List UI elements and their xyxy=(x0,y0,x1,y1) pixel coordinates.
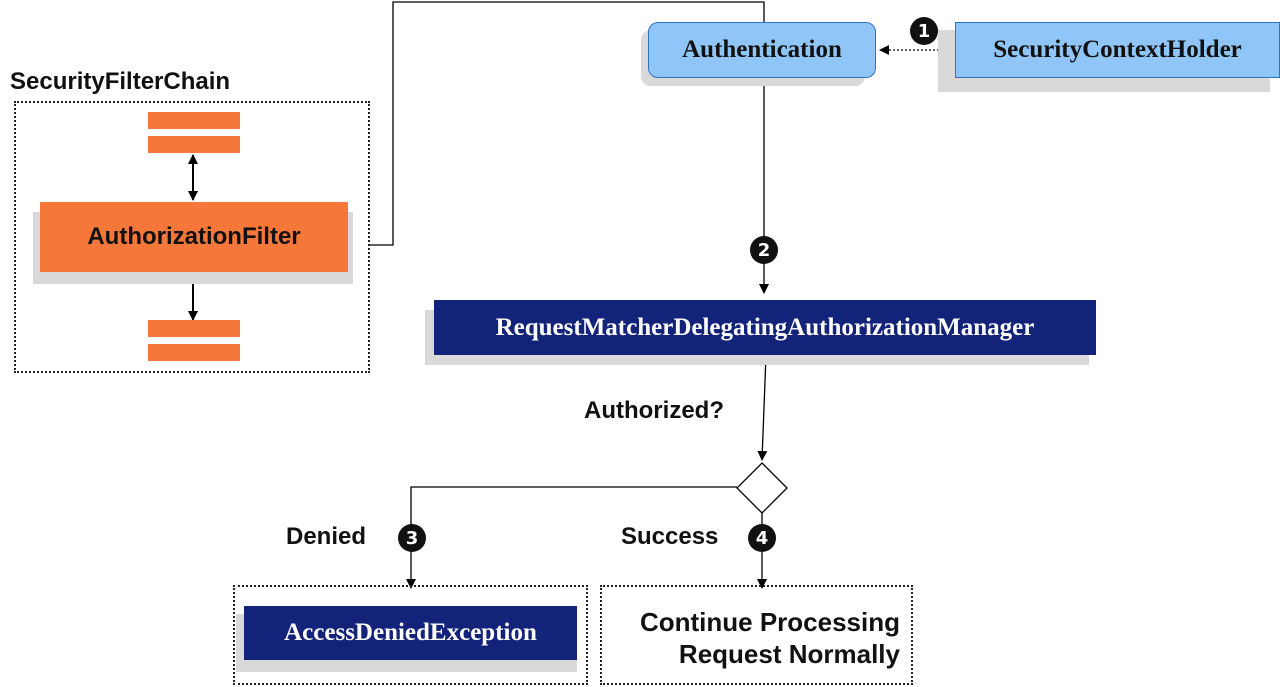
step-4-badge: 4 xyxy=(748,524,776,552)
security-context-holder-label: SecurityContextHolder xyxy=(993,36,1242,63)
filter-to-authentication-line xyxy=(370,1,765,246)
filter-chain-title: SecurityFilterChain xyxy=(10,68,231,95)
authorization-manager-box: RequestMatcherDelegatingAuthorizationMan… xyxy=(434,300,1096,355)
authorization-filter-box: AuthorizationFilter xyxy=(40,202,348,272)
authentication-box: Authentication xyxy=(648,22,876,78)
filter-bar xyxy=(148,136,240,153)
success-result-text: Continue Processing Request Normally xyxy=(604,606,900,670)
authorization-manager-label: RequestMatcherDelegatingAuthorizationMan… xyxy=(495,313,1035,341)
decision-diamond xyxy=(736,462,788,514)
denied-result-box xyxy=(233,585,588,685)
denied-branch-arrow xyxy=(406,486,737,589)
manager-to-decision-arrow xyxy=(757,354,768,461)
authentication-label: Authentication xyxy=(682,36,842,63)
access-denied-exception-box: AccessDeniedException xyxy=(244,606,577,660)
filter-bar xyxy=(148,320,240,337)
filter-chain-box xyxy=(14,101,370,373)
decision-label: Authorized? xyxy=(584,397,724,424)
success-result-box xyxy=(600,585,913,685)
step-3-badge: 3 xyxy=(398,524,426,552)
success-result-line-2: Request Normally xyxy=(678,639,900,669)
step-2-badge: 2 xyxy=(750,236,778,264)
access-denied-exception-label: AccessDeniedException xyxy=(284,619,537,646)
security-context-holder-box: SecurityContextHolder xyxy=(955,22,1280,78)
filter-bar xyxy=(148,112,240,129)
filter-bar xyxy=(148,344,240,361)
success-result-line-1: Continue Processing xyxy=(639,607,900,637)
step-1-badge: 1 xyxy=(910,17,938,45)
success-label: Success xyxy=(621,523,719,550)
denied-label: Denied xyxy=(286,523,367,550)
authorization-filter-label: AuthorizationFilter xyxy=(87,223,301,250)
